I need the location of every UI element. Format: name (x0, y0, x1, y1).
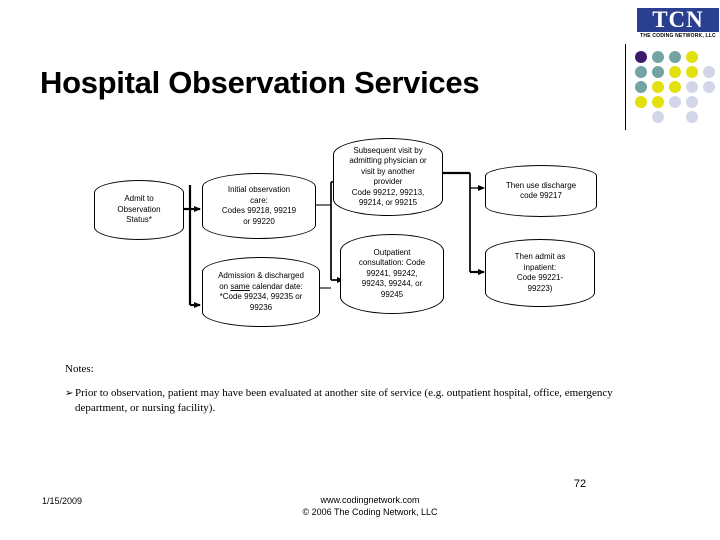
logo-dot-teal (652, 51, 664, 63)
logo-dot-teal (635, 81, 647, 93)
logo-tcn-text: TCN (652, 7, 704, 32)
footer-center-block: www.codingnetwork.com © 2006 The Coding … (230, 495, 510, 518)
footer-date: 1/15/2009 (42, 496, 83, 506)
logo-wordmark: TCN THE CODING NETWORK, LLC (637, 6, 719, 40)
logo-dot-lavender (686, 96, 698, 108)
footer-website: www.codingnetwork.com (320, 495, 420, 505)
logo-dot-teal (669, 51, 681, 63)
logo-dot-lavender (686, 81, 698, 93)
logo-dot-yellow (686, 66, 698, 78)
logo-dot-grid (635, 51, 720, 129)
page-title: Hospital Observation Services (40, 65, 480, 100)
notes-item-text: Prior to observation, patient may have b… (75, 387, 613, 414)
notes-bullet-icon: ➢ (65, 388, 74, 399)
logo-blue-bar (637, 8, 719, 32)
logo-dot-yellow (652, 81, 664, 93)
logo-dot-yellow (669, 66, 681, 78)
logo-dot-lavender (703, 81, 715, 93)
logo-dot-yellow (652, 96, 664, 108)
company-logo: TCN THE CODING NETWORK, LLC (615, 6, 720, 130)
logo-divider-line (625, 44, 626, 130)
logo-dot-lavender (669, 96, 681, 108)
logo-dot-yellow (686, 51, 698, 63)
logo-dot-lavender (703, 66, 715, 78)
logo-dot-lavender (652, 111, 664, 123)
page-number: 72 (573, 478, 587, 490)
notes-section: Notes: ➢ Prior to observation, patient m… (65, 362, 625, 416)
notes-heading: Notes: (65, 363, 94, 375)
logo-dot-lavender (686, 111, 698, 123)
logo-dot-teal (635, 66, 647, 78)
logo-dot-yellow (635, 96, 647, 108)
footer-copyright: © 2006 The Coding Network, LLC (302, 506, 438, 517)
logo-dot-purple (635, 51, 647, 63)
logo-tagline-text: THE CODING NETWORK, LLC (640, 33, 716, 39)
notes-list-item: ➢ Prior to observation, patient may have… (65, 386, 625, 416)
logo-dot-teal (652, 66, 664, 78)
logo-dot-yellow (669, 81, 681, 93)
